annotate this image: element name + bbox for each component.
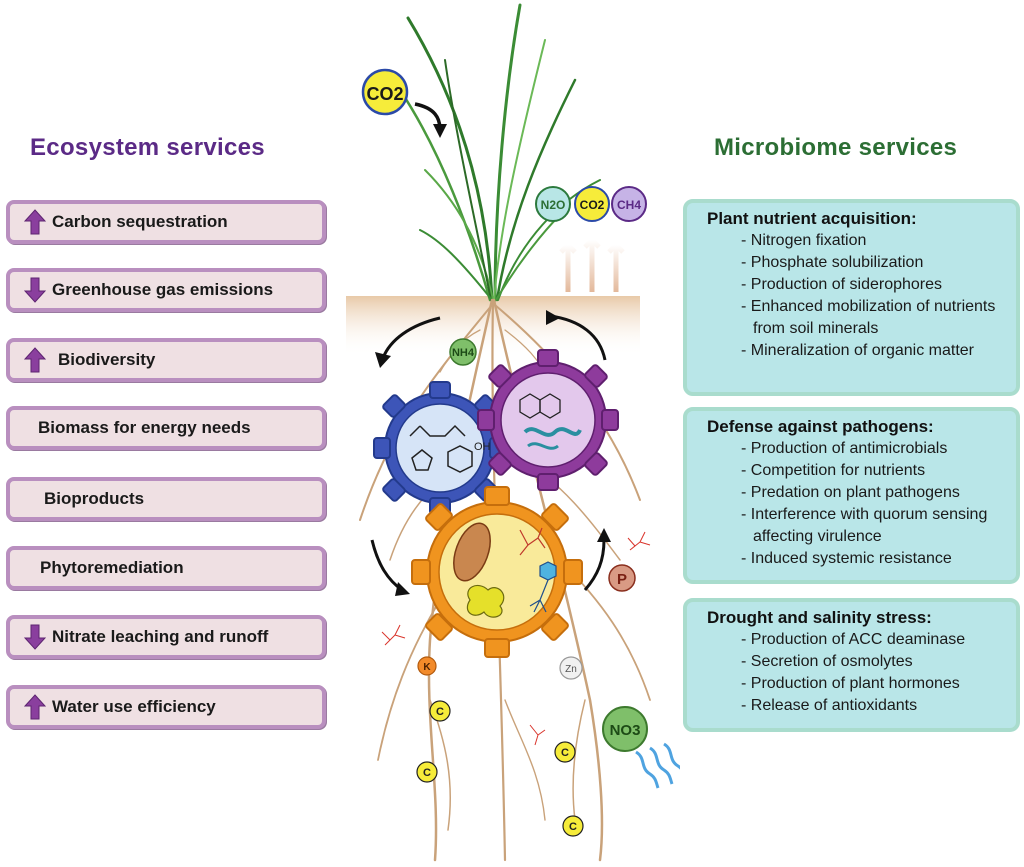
potassium-bubble [417, 656, 437, 676]
zinc-label: Zn [565, 664, 577, 675]
list-item: Induced systemic resistance [707, 548, 1006, 570]
eco-item-carbon-sequestration: Carbon sequestration [6, 200, 326, 244]
list-item: Production of ACC deaminase [707, 629, 1006, 651]
blue-gear: OH [373, 381, 507, 515]
steam-arrow-icon [607, 238, 625, 292]
nitrate-bubble [602, 706, 648, 752]
up-arrow-icon [18, 692, 52, 722]
zinc-bubble [559, 656, 583, 680]
list-item: Production of siderophores [707, 274, 1006, 296]
nutrient-markers: NH4 P K Zn NO3 C C C C [416, 338, 680, 837]
list-item: Production of antimicrobials [707, 438, 1006, 460]
protein-helix-icon [527, 442, 559, 450]
microbiome-services-heading: Microbiome services [714, 134, 958, 161]
eco-item-bioproducts: Bioproducts [6, 477, 326, 521]
emitted-gases: N2O CO2 CH4 [535, 186, 647, 292]
ch4-bubble [611, 186, 647, 222]
eco-item-biomass-energy: Biomass for energy needs [6, 406, 326, 450]
carbon-label: C [436, 706, 444, 718]
eco-item-label: Nitrate leaching and runoff [52, 627, 269, 646]
phage-icon [539, 561, 557, 581]
nh4-label: NH4 [452, 347, 475, 359]
plant-nutrient-acquisition-box: Plant nutrient acquisition: Nitrogen fix… [683, 199, 1020, 396]
list-item: Competition for nutrients [707, 460, 1006, 482]
list-item: Enhanced mobilization of nutrients from … [707, 296, 1006, 340]
list-item: Secretion of osmolytes [707, 651, 1006, 673]
list-item: Interference with quorum sensing affecti… [707, 504, 1006, 548]
plant-root-illustration: CO2 N2O CO2 CH4 [346, 3, 680, 862]
eco-item-greenhouse-gas-emissions: Greenhouse gas emissions [6, 268, 326, 312]
phosphorus-label: P [617, 571, 627, 588]
group-title: Plant nutrient acquisition: [707, 209, 917, 228]
potassium-label: K [423, 662, 431, 673]
carbon-bubble [562, 815, 584, 837]
drought-salinity-stress-box: Drought and salinity stress: Production … [683, 598, 1020, 732]
co2-bubble [361, 68, 409, 116]
nitrate-label: NO3 [610, 722, 641, 739]
eco-item-label: Water use efficiency [52, 697, 216, 716]
amoeba-icon [466, 585, 505, 618]
phenol-ring-icon [447, 445, 473, 473]
ecosystem-services-heading: Ecosystem services [30, 134, 265, 161]
up-arrow-icon [18, 345, 52, 375]
list-item: Predation on plant pathogens [707, 482, 1006, 504]
eco-item-phytoremediation: Phytoremediation [6, 546, 326, 590]
defense-against-pathogens-box: Defense against pathogens: Production of… [683, 407, 1020, 584]
co2-intake: CO2 [361, 68, 447, 138]
protein-helix-icon [523, 427, 582, 437]
eco-item-biodiversity: Biodiversity [6, 338, 326, 382]
list-item: Nitrogen fixation [707, 230, 1006, 252]
steam-arrow-icon [583, 233, 601, 292]
cyclopentane-icon [411, 449, 433, 471]
fungal-hyphae-icon [519, 527, 546, 556]
list-item: Mineralization of organic matter [707, 340, 1006, 362]
eco-item-label: Greenhouse gas emissions [52, 280, 274, 299]
list-item: Production of plant hormones [707, 673, 1006, 695]
orange-gear [411, 486, 583, 658]
carbon-label: C [423, 767, 431, 779]
steam-arrow-icon [559, 238, 577, 292]
list-item: Release of antioxidants [707, 695, 1006, 717]
co2-out-bubble [574, 186, 610, 222]
group-title: Defense against pathogens: [707, 417, 934, 436]
eco-item-label: Phytoremediation [40, 558, 184, 577]
co2-label: CO2 [366, 84, 403, 104]
group-title: Drought and salinity stress: [707, 608, 932, 627]
carbon-bubble [429, 700, 451, 722]
eco-item-water-use-efficiency: Water use efficiency [6, 685, 326, 729]
down-arrow-icon [18, 275, 52, 305]
n2o-bubble [535, 186, 571, 222]
carbon-label: C [561, 747, 569, 759]
up-arrow-icon [18, 207, 52, 237]
eco-item-label: Biomass for energy needs [38, 418, 251, 437]
nh4-bubble [449, 338, 477, 366]
purple-gear [477, 349, 619, 491]
carbon-bubble [554, 741, 576, 763]
oh-label: OH [474, 441, 491, 453]
down-arrow-icon [18, 622, 52, 652]
aromatic-ring-icon [539, 393, 561, 419]
ch4-label: CH4 [617, 198, 641, 212]
eco-item-label: Bioproducts [44, 489, 145, 508]
bacterium-icon [453, 522, 491, 582]
phosphorus-bubble [608, 564, 636, 592]
co2-out-label: CO2 [580, 198, 605, 212]
n2o-label: N2O [541, 198, 566, 212]
eco-item-nitrate-leaching: Nitrate leaching and runoff [6, 615, 326, 659]
carbon-label: C [569, 821, 577, 833]
list-item: Phosphate solubilization [707, 252, 1006, 274]
water-flow-icon [635, 742, 680, 789]
grass-plant [398, 3, 601, 302]
eco-item-label: Carbon sequestration [52, 212, 228, 231]
carbon-bubble [416, 761, 438, 783]
eco-item-label: Biodiversity [58, 350, 156, 369]
arrow-head-icon [433, 124, 447, 138]
cycle-arrows [370, 310, 611, 596]
fungal-hyphae-icon [381, 531, 651, 746]
alkene-molecule-icon [409, 424, 466, 437]
